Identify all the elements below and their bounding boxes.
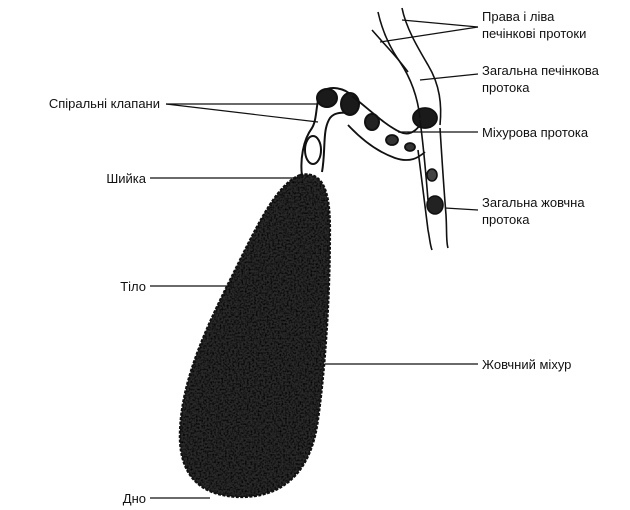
- label-cystic-duct: Міхурова протока: [482, 124, 588, 141]
- leader-common-bile: [445, 208, 478, 210]
- leader-spiral-valves-b: [166, 104, 318, 122]
- bile-duct-system: [372, 8, 448, 250]
- label-neck: Шийка: [0, 170, 146, 187]
- label-right-left-hepatic-ducts: Права і ліва печінкові протоки: [482, 8, 586, 42]
- label-fundus: Дно: [0, 490, 146, 507]
- label-common-hepatic-duct: Загальна печінкова протока: [482, 62, 599, 96]
- label-gallbladder: Жовчний міхур: [482, 356, 571, 373]
- label-spiral-valves: Спіральні клапани: [0, 95, 160, 112]
- leader-common-hepatic: [420, 74, 478, 80]
- label-body: Тіло: [0, 278, 146, 295]
- label-common-bile-duct: Загальна жовчна протока: [482, 194, 585, 228]
- leader-hepatic-right: [402, 20, 478, 27]
- gallbladder-body-shape: [170, 165, 340, 505]
- leader-hepatic-left: [380, 27, 478, 42]
- neck-and-valves: [301, 88, 379, 176]
